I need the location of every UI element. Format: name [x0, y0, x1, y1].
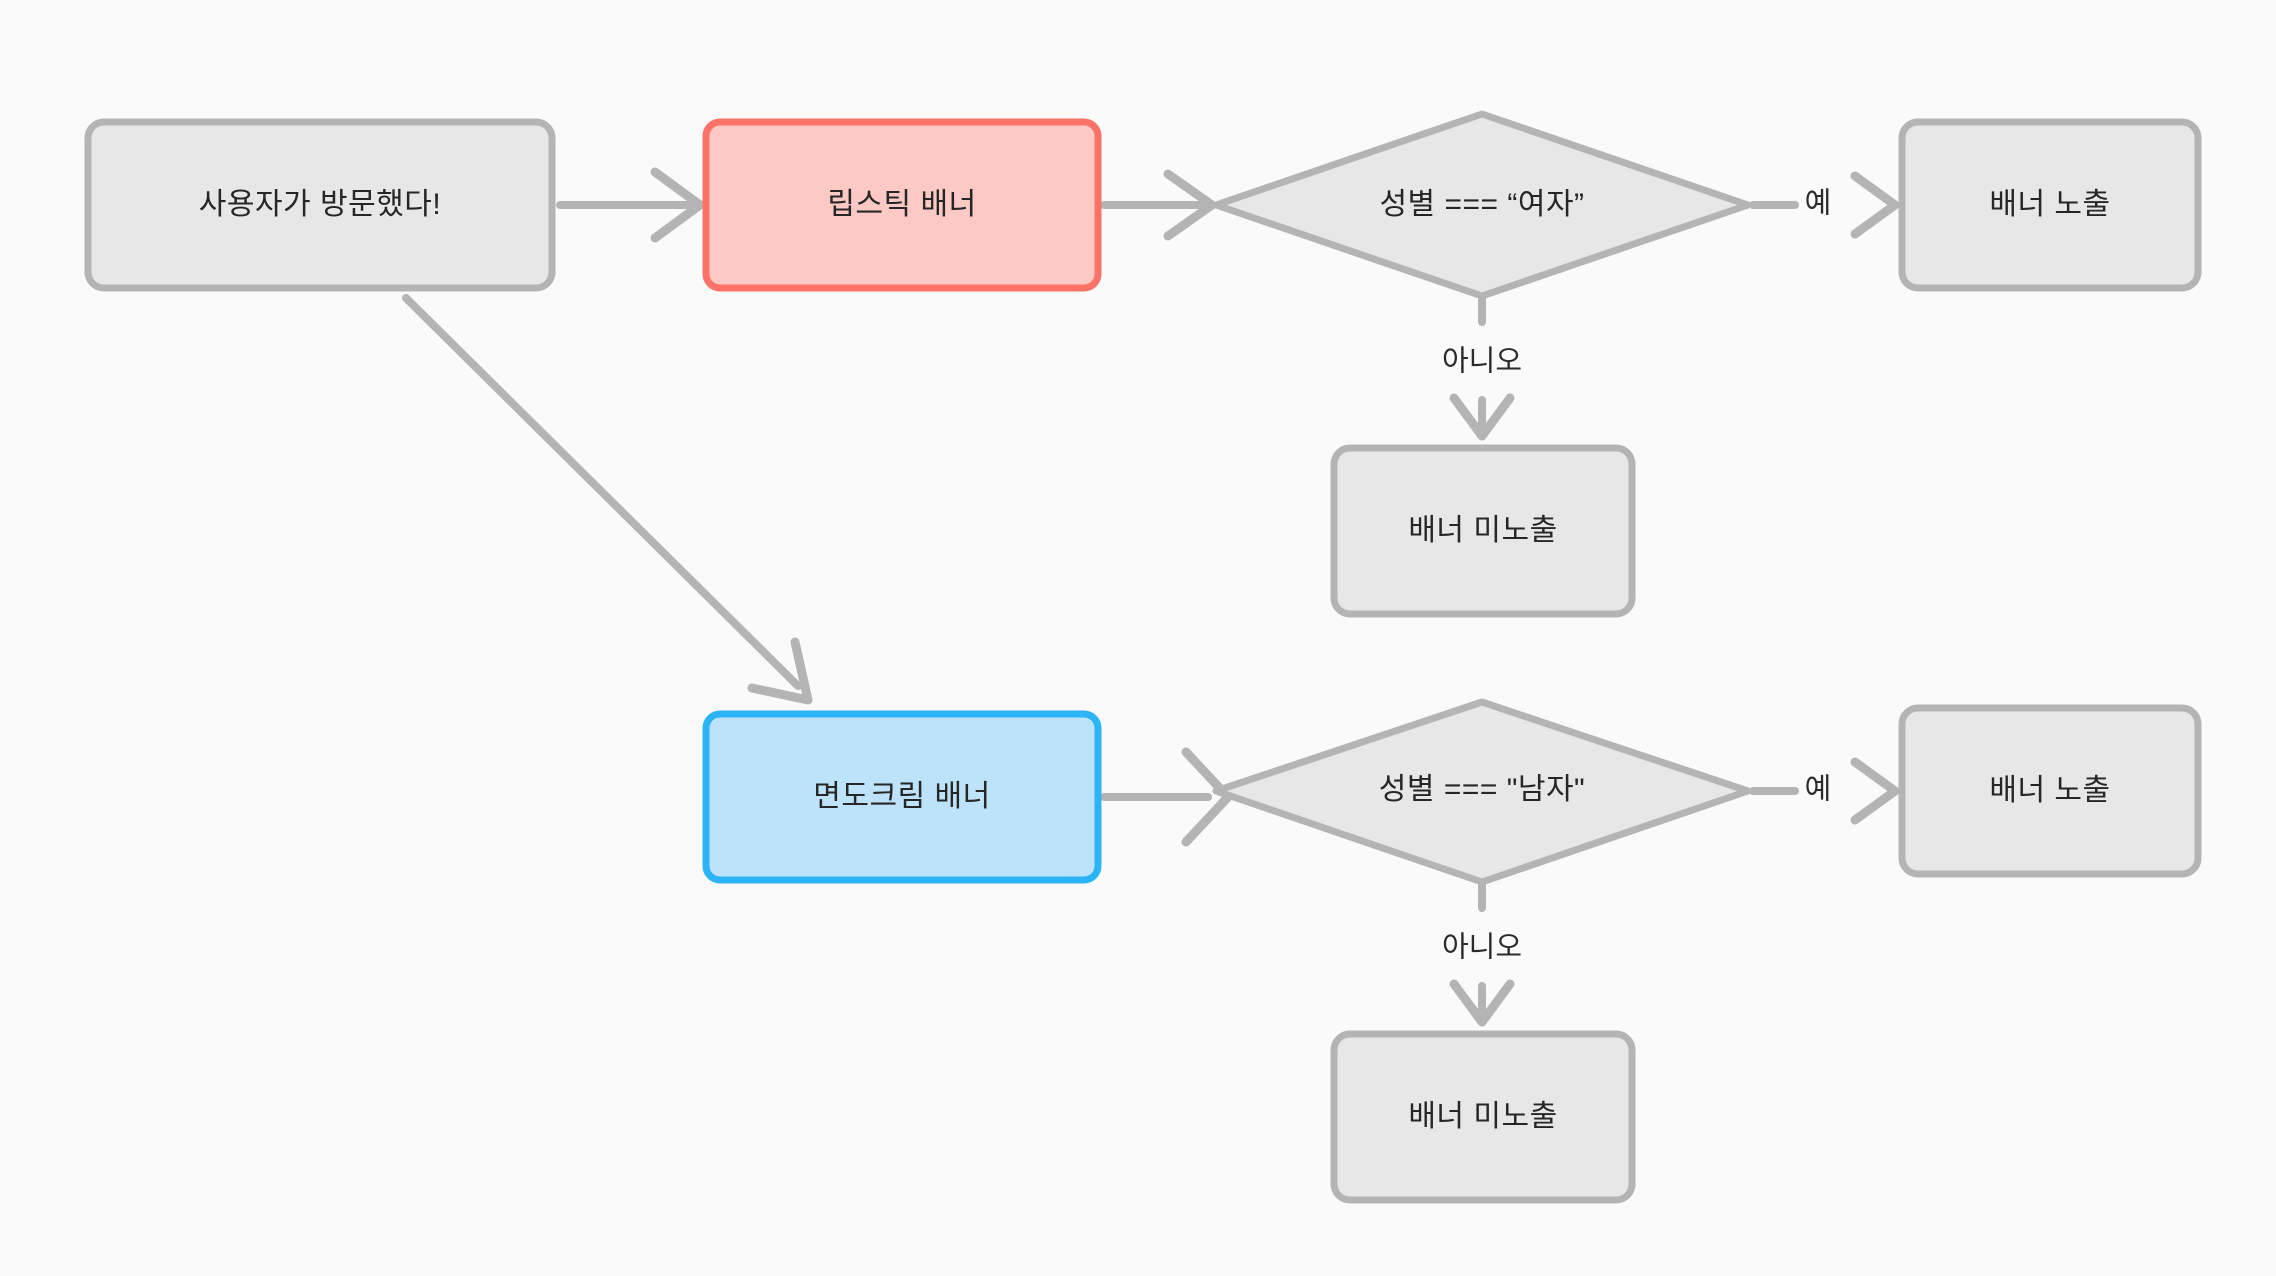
edge-decision-male-yes [1749, 757, 1900, 825]
edge-shavingcream-to-decision-male [1100, 747, 1233, 847]
node-show-banner-male-label: 배너 노출 [1989, 774, 2110, 807]
edge-label-no-male: 아니오 [1442, 932, 1522, 964]
node-decision-male-label: 성별 === "남자" [1379, 773, 1585, 806]
node-start-label: 사용자가 방문했다! [199, 188, 441, 221]
node-shaving-cream-banner-label: 면도크림 배너 [813, 780, 990, 813]
node-hide-banner-female-label: 배너 미노출 [1408, 514, 1557, 547]
node-lipstick-banner[interactable]: 립스틱 배너 [702, 118, 1102, 292]
node-show-banner-female[interactable]: 배너 노출 [1898, 118, 2202, 292]
node-hide-banner-female[interactable]: 배너 미노출 [1330, 444, 1636, 618]
node-show-banner-male[interactable]: 배너 노출 [1898, 704, 2202, 878]
edge-label-yes-female: 예 [1805, 188, 1832, 220]
edge-label-yes-male: 예 [1805, 774, 1832, 806]
node-decision-male[interactable]: 성별 === "남자" [1212, 698, 1752, 886]
node-lipstick-banner-label: 립스틱 배너 [827, 188, 976, 221]
node-decision-female-label: 성별 === “여자” [1379, 188, 1584, 221]
node-decision-female[interactable]: 성별 === “여자” [1212, 110, 1752, 300]
edge-start-to-shavingcream [402, 294, 813, 705]
node-start[interactable]: 사용자가 방문했다! [84, 118, 556, 292]
node-hide-banner-male[interactable]: 배너 미노출 [1330, 1030, 1636, 1204]
edge-lipstick-to-decision-female [1100, 169, 1217, 241]
node-hide-banner-male-label: 배너 미노출 [1408, 1100, 1557, 1133]
edge-start-to-lipstick [556, 167, 705, 243]
edge-label-no-female: 아니오 [1442, 346, 1522, 378]
node-shaving-cream-banner[interactable]: 면도크림 배너 [702, 710, 1102, 884]
edge-decision-female-yes [1749, 171, 1900, 239]
node-show-banner-female-label: 배너 노출 [1989, 188, 2110, 221]
